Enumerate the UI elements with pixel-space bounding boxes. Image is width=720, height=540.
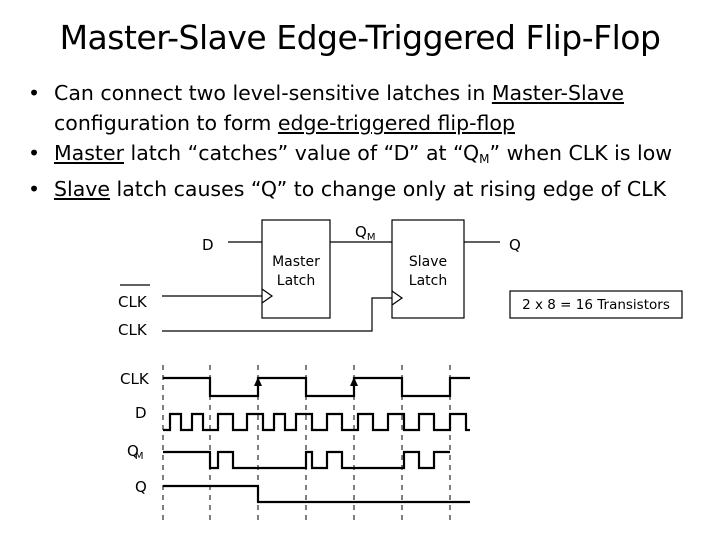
bullet-1-underline-master-slave: Master-Slave <box>491 81 624 105</box>
timing-gridlines <box>162 365 451 525</box>
bullet-dot: • <box>28 141 41 165</box>
master-latch-box <box>261 219 331 319</box>
q-label: Q <box>509 236 521 254</box>
bullet-1: • Can connect two level-sensitive latche… <box>28 78 708 138</box>
bullet-2-text-b: ” when CLK is low <box>489 141 673 165</box>
bullet-list: • Can connect two level-sensitive latche… <box>28 78 708 204</box>
qm-label: QM <box>355 223 375 243</box>
rising-edge-arrows <box>254 377 358 386</box>
master-clock-triangle <box>261 288 274 304</box>
bullet-3: • Slave latch causes “Q” to change only … <box>28 174 708 204</box>
clk-wire <box>162 297 392 332</box>
bullet-1-underline-edge-triggered: edge-triggered flip-flop <box>277 111 515 135</box>
bullet-2-subscript: M <box>479 152 490 166</box>
d-waveform <box>163 412 470 432</box>
timing-qm-label: QM <box>127 442 143 462</box>
timing-d-label: D <box>135 404 147 422</box>
slave-latch-line1: Slave <box>409 254 447 270</box>
slide-title: Master-Slave Edge-Triggered Flip-Flop <box>59 18 661 57</box>
transistor-note: 2 x 8 = 16 Transistors <box>522 297 670 313</box>
bullet-2-underline-master: Master <box>54 141 125 165</box>
transistor-note-box <box>509 290 683 319</box>
d-label: D <box>202 236 214 254</box>
clk-label: CLK <box>118 321 148 339</box>
bullet-3-text: latch causes “Q” to change only at risin… <box>110 177 667 201</box>
clk-bar-label: CLK <box>118 293 148 311</box>
slave-latch-box <box>391 219 465 319</box>
qm-waveform <box>163 450 450 470</box>
bullet-dot: • <box>28 177 41 201</box>
timing-clk-label: CLK <box>120 370 150 388</box>
slave-latch-line2: Latch <box>409 273 447 289</box>
bullet-3-underline-slave: Slave <box>54 177 111 201</box>
bullet-1-text-b: configuration to form <box>54 111 278 135</box>
master-latch-line1: Master <box>272 254 320 270</box>
slave-clock-triangle <box>391 290 404 306</box>
q-waveform <box>163 484 470 504</box>
bullet-dot: • <box>28 81 41 105</box>
clk-waveform <box>163 376 470 398</box>
bullet-2: • Master latch “catches” value of “D” at… <box>28 138 708 174</box>
bullet-2-text-a: latch “catches” value of “D” at “Q <box>124 141 480 165</box>
timing-q-label: Q <box>135 478 147 496</box>
bullet-1-text-a: Can connect two level-sensitive latches … <box>54 81 492 105</box>
master-latch-line2: Latch <box>277 273 315 289</box>
